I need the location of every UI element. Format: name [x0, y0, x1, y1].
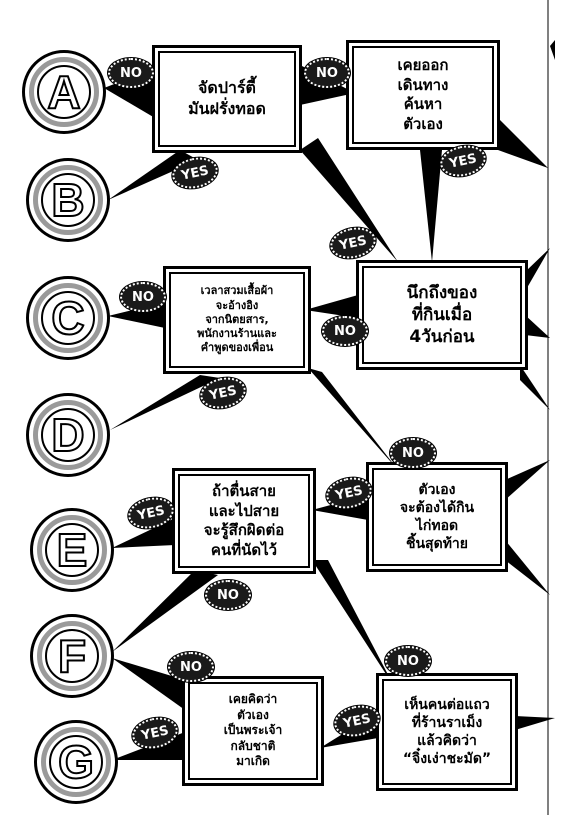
wedge-q3-no-to-q4 [305, 295, 358, 318]
question-box-7[interactable]: เห็นคนต่อแถว ที่ร้านราเม็ง แล้วคิดว่า “จ… [376, 673, 518, 791]
result-g-circle[interactable]: G [34, 720, 118, 804]
wedge-q7-off-1 [515, 716, 555, 730]
question-box-4[interactable]: เวลาสวมเสื้อผ้า จะอ้างอิง จากนิตยสาร, พน… [163, 266, 311, 374]
wedge-q2-off-2 [550, 40, 555, 60]
wedge-q4-yes-to-d [110, 375, 220, 430]
result-a-circle[interactable]: A [22, 50, 106, 134]
result-d-circle[interactable]: D [26, 393, 110, 477]
wedge-q8-no-to-f [112, 658, 185, 710]
result-c-circle[interactable]: C [26, 276, 110, 360]
question-box-5[interactable]: ตัวเอง จะต้องได้กิน ไก่ทอด ชิ้นสุดท้าย [366, 462, 508, 572]
wedge-q6-no-to-f [112, 570, 218, 652]
wedge-q5-off-1 [505, 460, 550, 500]
wedge-q1-yes-to-b [108, 150, 198, 200]
result-e-circle[interactable]: E [30, 508, 114, 592]
question-box-1[interactable]: จัดปาร์ตี้ มันฝรั่งทอด [152, 45, 302, 153]
question-box-8[interactable]: เคยคิดว่า ตัวเอง เป็นพระเจ้า กลับชาติ มา… [182, 676, 324, 786]
wedge-q2-off-1 [498, 118, 548, 168]
wedge-q3-off-2 [525, 315, 550, 338]
no-badge: NO [322, 316, 368, 346]
wedge-q1-yes-to-q3 [300, 138, 398, 262]
result-e-label: E [56, 524, 89, 576]
question-box-6[interactable]: ถ้าตื่นสาย และไปสาย จะรู้สึกผิดต่อ คนที่… [172, 468, 316, 574]
no-badge: NO [168, 652, 214, 682]
no-badge: NO [385, 646, 431, 676]
wedge-q4-no-to-q5 [308, 368, 398, 470]
result-f-label: F [57, 630, 87, 682]
no-badge: NO [304, 58, 350, 88]
result-f-circle[interactable]: F [30, 614, 114, 698]
result-c-label: C [50, 292, 85, 344]
question-box-2[interactable]: เคยออก เดินทาง ค้นหา ตัวเอง [346, 40, 500, 150]
result-g-label: G [57, 736, 95, 788]
wedge-q2-yes-to-q3 [420, 150, 442, 262]
no-badge: NO [205, 580, 251, 610]
no-badge: NO [108, 58, 154, 88]
result-b-circle[interactable]: B [26, 158, 110, 242]
result-d-label: D [50, 409, 85, 461]
question-box-3[interactable]: นึกถึงของ ที่กินเมื่อ 4วันก่อน [356, 260, 528, 370]
wedge-q6-no-to-q7 [312, 560, 395, 688]
wedge-q5-off-2 [505, 540, 550, 595]
wedge-q3-off-3 [520, 365, 550, 410]
result-b-label: B [50, 174, 85, 226]
no-badge: NO [390, 438, 436, 468]
no-badge: NO [120, 282, 166, 312]
result-a-label: A [46, 66, 81, 118]
